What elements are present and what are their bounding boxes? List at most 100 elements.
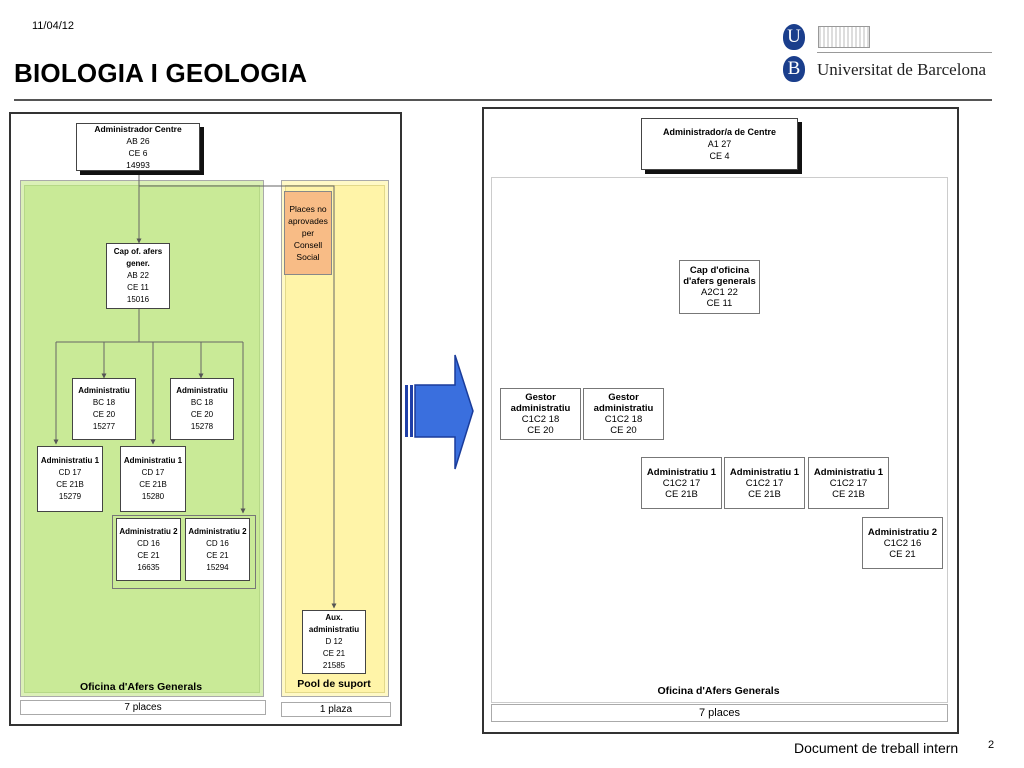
box-title: administratiu — [593, 403, 654, 414]
transition-arrow-icon — [405, 354, 474, 470]
oficina-label: Oficina d'Afers Generals — [79, 681, 203, 693]
box-title: Administrador Centre — [94, 124, 182, 134]
box-title: Administratiu 2 — [867, 526, 938, 538]
box-line: C1C2 18 — [521, 414, 560, 425]
places-count: 7 places — [20, 700, 266, 715]
cap-box: Cap of. afers gener. AB 22 CE 11 15016 — [106, 243, 170, 309]
box-line: CE 11 — [127, 283, 149, 292]
administratiu-2-box-right: Administratiu 2 C1C2 16 CE 21 — [862, 517, 943, 569]
ub-logo-u-icon: U — [783, 24, 805, 50]
gestor-box: Gestor administratiu C1C2 18 CE 20 — [500, 388, 581, 440]
university-name: Universitat de Barcelona — [817, 60, 986, 79]
box-line: AB 26 — [126, 136, 150, 146]
box-line: CE 21B — [748, 488, 781, 500]
box-line: aprovades — [288, 216, 328, 226]
gestor-box: Gestor administratiu C1C2 18 CE 20 — [583, 388, 664, 440]
box-line: 15294 — [206, 562, 229, 572]
box-line: CE 20 — [610, 425, 637, 436]
box-title: Gestor — [525, 392, 556, 403]
ub-logo-b-icon: B — [783, 56, 805, 82]
box-line: A2C1 22 — [701, 287, 738, 298]
box-line: 15278 — [190, 422, 214, 431]
plaza-count: 1 plaza — [281, 702, 391, 717]
box-title: Administratiu — [78, 386, 130, 395]
administratiu-2-box: Administratiu 2 CD 16 CE 21 15294 — [185, 518, 250, 581]
building-icon — [818, 26, 870, 48]
box-line: CE 20 — [190, 410, 214, 419]
oficina-label-right: Oficina d'Afers Generals — [657, 685, 780, 697]
box-line: CE 20 — [527, 425, 554, 436]
box-line: CE 4 — [709, 151, 730, 161]
administratiu-1-box-right: Administratiu 1 C1C2 17 CE 21B — [808, 457, 889, 509]
box-line: CE 21B — [832, 488, 865, 500]
places-no-aprovades-box: Places no aprovades per Consell Social — [284, 191, 332, 275]
title-divider — [14, 99, 992, 101]
box-line: D 12 — [325, 637, 343, 646]
page-title: BIOLOGIA I GEOLOGIA — [14, 58, 308, 88]
admin-centre-box: Administrador Centre AB 26 CE 6 14993 — [76, 123, 200, 171]
box-title: d'afers generals — [683, 276, 756, 287]
box-line: 15279 — [58, 492, 82, 501]
box-line: CD 17 — [58, 468, 82, 477]
box-line: CE 21 — [206, 550, 229, 560]
box-title: Administratiu 1 — [646, 466, 717, 478]
box-line: Places no — [289, 204, 327, 214]
box-title: Administratiu 1 — [813, 466, 884, 478]
places-count-right: 7 places — [491, 704, 948, 722]
box-line: C1C2 17 — [662, 477, 701, 489]
box-title: Administratiu 2 — [188, 526, 247, 536]
box-line: A1 27 — [707, 139, 732, 149]
box-title: Cap of. afers — [113, 247, 163, 256]
box-line: CE 21 — [137, 550, 160, 560]
box-line: CE 21B — [665, 488, 698, 500]
box-title: Aux. — [325, 613, 343, 622]
box-title: Administratiu — [176, 386, 228, 395]
page-number: 2 — [988, 739, 995, 751]
box-line: Consell — [293, 240, 323, 250]
date-label: 11/04/12 — [32, 20, 75, 32]
administratiu-box: Administratiu BC 18 CE 20 15278 — [170, 378, 234, 440]
administratiu-1-box: Administratiu 1 CD 17 CE 21B 15280 — [120, 446, 186, 512]
box-line: CE 21 — [322, 649, 346, 658]
footer-text: Document de treball intern — [794, 740, 959, 756]
box-line: CE 21B — [56, 480, 84, 489]
administratiu-2-box: Administratiu 2 CD 16 CE 21 16635 — [116, 518, 181, 581]
administratiu-1-box: Administratiu 1 CD 17 CE 21B 15279 — [37, 446, 103, 512]
administratiu-1-box-right: Administratiu 1 C1C2 17 CE 21B — [724, 457, 805, 509]
box-line: C1C2 16 — [883, 537, 922, 549]
box-line: 16635 — [137, 562, 160, 572]
box-line: BC 18 — [190, 398, 214, 407]
oficina-panel-right — [491, 177, 948, 703]
box-line: CD 16 — [206, 538, 229, 548]
box-title: administratiu — [308, 625, 360, 634]
aux-administratiu-box: Aux. administratiu D 12 CE 21 21585 — [302, 610, 366, 674]
box-title: Cap d'oficina — [689, 265, 750, 276]
box-title: Administratiu 2 — [119, 526, 178, 536]
administratiu-1-box-right: Administratiu 1 C1C2 17 CE 21B — [641, 457, 722, 509]
box-line: AB 22 — [127, 271, 149, 280]
box-title: Gestor — [608, 392, 639, 403]
box-title: administratiu — [510, 403, 571, 414]
box-line: CE 20 — [92, 410, 116, 419]
box-line: C1C2 18 — [604, 414, 643, 425]
cap-oficina-box: Cap d'oficina d'afers generals A2C1 22 C… — [679, 260, 760, 314]
box-line: C1C2 17 — [745, 477, 784, 489]
box-title: gener. — [126, 259, 150, 268]
box-line: CD 17 — [141, 468, 165, 477]
box-line: CD 16 — [137, 538, 160, 548]
box-line: BC 18 — [92, 398, 116, 407]
box-line: per — [301, 228, 315, 238]
administratiu-box: Administratiu BC 18 CE 20 15277 — [72, 378, 136, 440]
box-line: 15277 — [92, 422, 116, 431]
box-line: 21585 — [322, 661, 346, 670]
box-line: CE 11 — [706, 298, 733, 309]
box-line: 15016 — [126, 295, 150, 304]
box-line: 15280 — [141, 492, 165, 501]
box-title: Administratiu 1 — [729, 466, 800, 478]
logo-divider — [817, 52, 992, 53]
box-line: CE 21B — [139, 480, 167, 489]
pool-label: Pool de suport — [297, 678, 371, 690]
box-line: CE 6 — [128, 148, 148, 158]
box-line: CE 21 — [889, 548, 916, 560]
box-title: Administratiu 1 — [40, 456, 100, 465]
